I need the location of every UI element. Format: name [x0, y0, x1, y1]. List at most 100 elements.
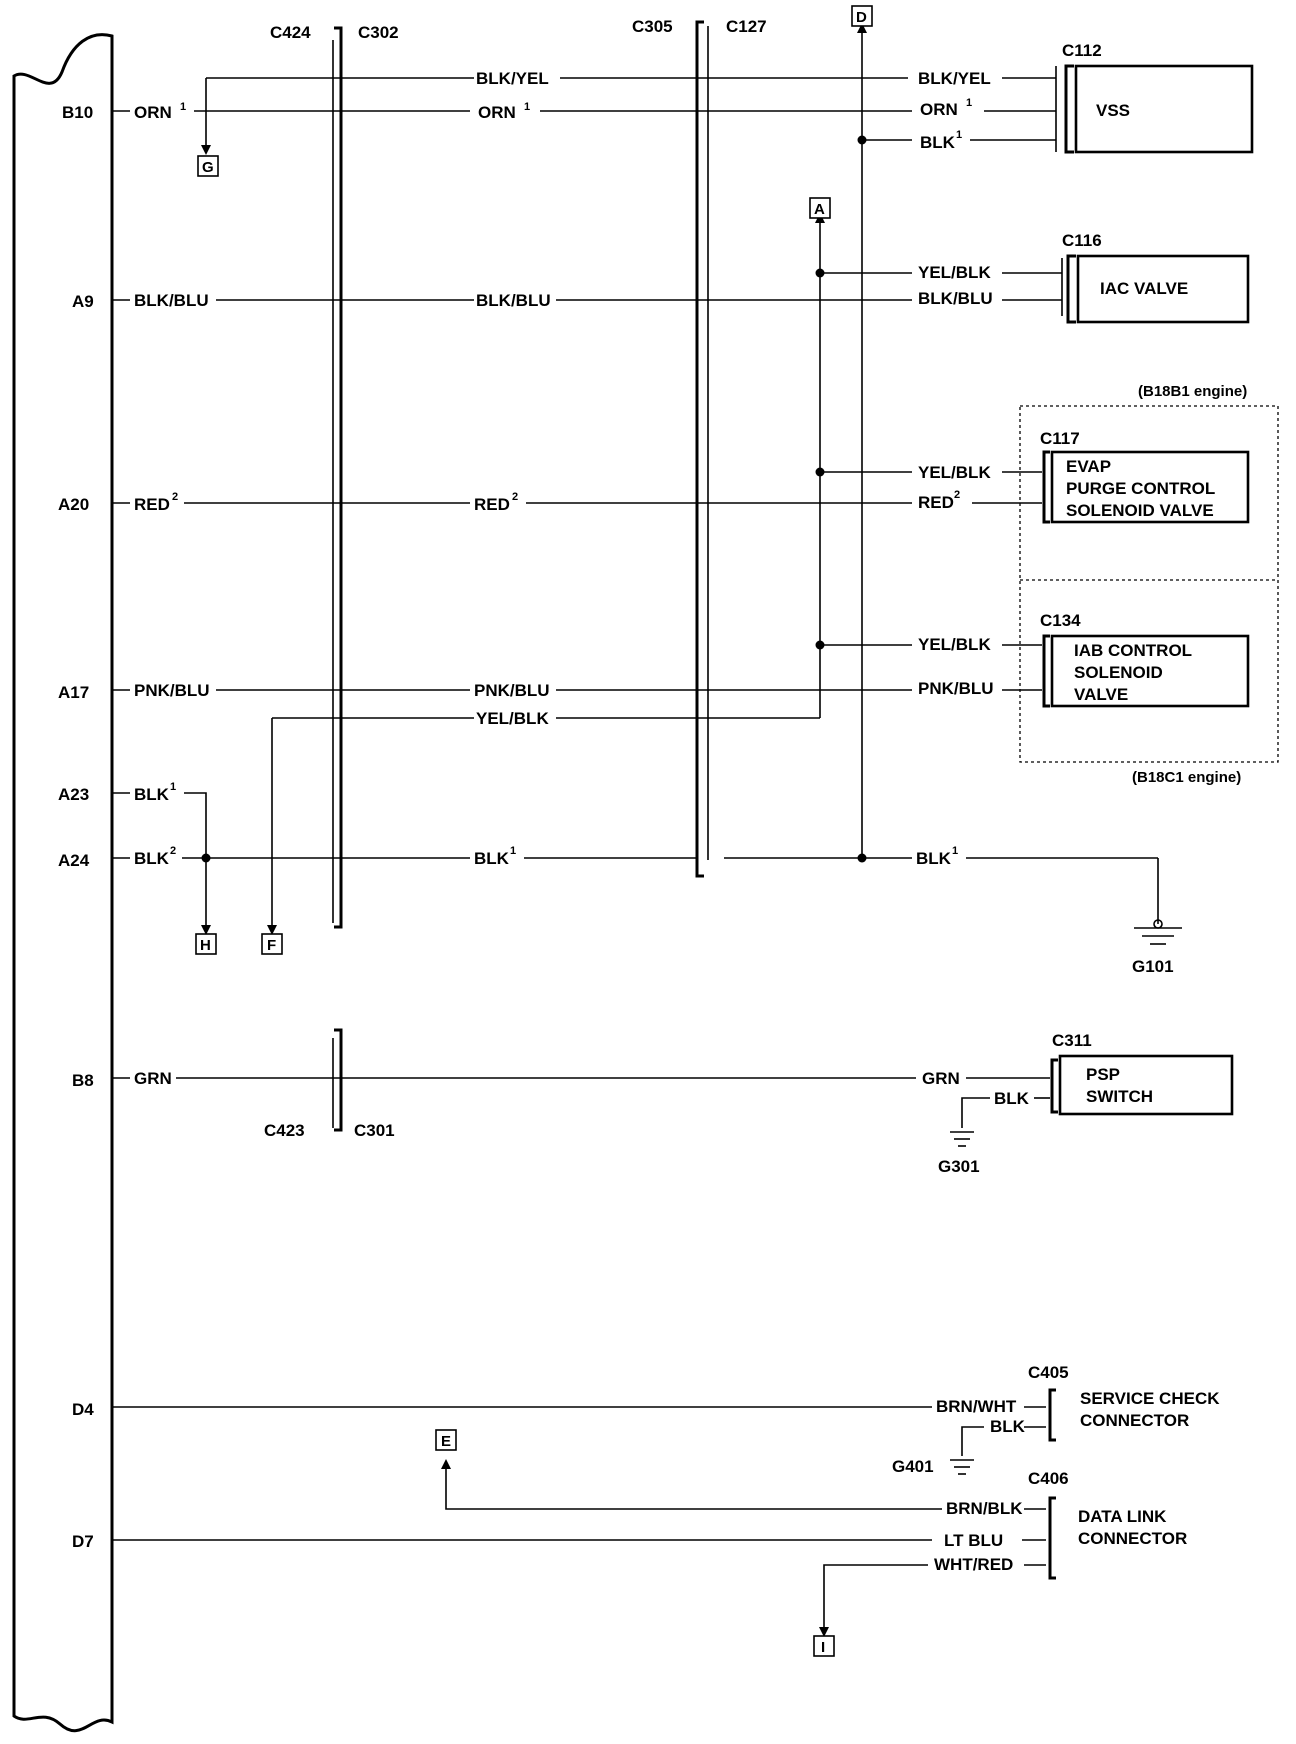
connector-c424: C424 — [270, 23, 311, 42]
wire-label-blk-psp: BLK — [994, 1089, 1030, 1108]
wire-label-blk-blu-2: BLK/BLU — [476, 291, 551, 310]
data-link-line2: CONNECTOR — [1078, 1529, 1187, 1548]
pin-b8: B8 — [72, 1071, 94, 1090]
iab-line2: SOLENOID — [1074, 663, 1163, 682]
iac-valve-label: IAC VALVE — [1100, 279, 1188, 298]
sup-blk-a23: 1 — [170, 781, 176, 793]
connector-c116: C116 — [1062, 231, 1102, 250]
pin-a24: A24 — [58, 851, 90, 870]
svg-text:H: H — [200, 937, 211, 954]
service-check-line2: CONNECTOR — [1080, 1411, 1189, 1430]
wire-label-yel-blk-iac: YEL/BLK — [918, 263, 991, 282]
sup-blk-g101: 1 — [952, 845, 958, 857]
evap-line1: EVAP — [1066, 457, 1111, 476]
svg-text:RED: RED — [474, 495, 510, 514]
ground-g401: G401 — [892, 1457, 934, 1476]
engine-option-frame — [1019, 405, 1279, 763]
wire-label-blk-yel-2: BLK/YEL — [918, 69, 991, 88]
sup-orn-3: 1 — [966, 97, 972, 109]
svg-text:ORN: ORN — [134, 103, 172, 122]
pin-d4: D4 — [72, 1400, 94, 1419]
sup-blk-a24-1: 2 — [170, 845, 176, 857]
evap-line2: PURGE CONTROL — [1066, 479, 1215, 498]
evap-line3: SOLENOID VALVE — [1066, 501, 1214, 520]
svg-text:BLK: BLK — [916, 849, 952, 868]
svg-text:D: D — [856, 9, 867, 26]
sup-orn-2: 1 — [524, 101, 530, 113]
connector-c112: C112 — [1062, 41, 1102, 60]
psp-switch-box — [1058, 1054, 1234, 1116]
psp-line1: PSP — [1086, 1065, 1120, 1084]
data-link-line1: DATA LINK — [1078, 1507, 1167, 1526]
vss-label: VSS — [1096, 101, 1130, 120]
wire-label-blk-service: BLK — [990, 1417, 1026, 1436]
connector-c305: C305 — [632, 17, 673, 36]
wire-label-brn-wht: BRN/WHT — [936, 1397, 1017, 1416]
wire-label-yel-blk-f: YEL/BLK — [476, 709, 549, 728]
sup-red-2: 2 — [512, 491, 518, 503]
svg-text:BLK: BLK — [134, 785, 170, 804]
sup-red-1: 2 — [172, 491, 178, 503]
wire-label-blk-g101: BLK — [916, 849, 952, 868]
sup-red-3: 2 — [954, 489, 960, 501]
svg-text:E: E — [441, 1433, 451, 1450]
wire-label-blk-a23: BLK — [134, 785, 170, 804]
wire-label-wht-red: WHT/RED — [934, 1555, 1013, 1574]
wire-label-brn-blk: BRN/BLK — [946, 1499, 1023, 1518]
ground-g101: G101 — [1132, 957, 1174, 976]
wire-label-yel-blk-iab: YEL/BLK — [918, 635, 991, 654]
svg-text:BLK: BLK — [920, 133, 956, 152]
wire-label-lt-blu: LT BLU — [944, 1531, 1003, 1550]
wire-label-orn-1: ORN — [134, 103, 172, 122]
connector-c127: C127 — [726, 17, 767, 36]
wire-label-blk-blu-3: BLK/BLU — [918, 289, 993, 308]
svg-text:ORN: ORN — [920, 100, 958, 119]
ecm-pins: B10 A9 A20 A17 A23 A24 B8 D4 D7 — [58, 103, 94, 1551]
svg-text:I: I — [821, 1639, 825, 1656]
wire-label-red-1: RED — [134, 495, 170, 514]
wire-label-blk-a24: BLK — [134, 849, 170, 868]
pin-a20: A20 — [58, 495, 89, 514]
svg-text:ORN: ORN — [478, 103, 516, 122]
pin-a9: A9 — [72, 292, 94, 311]
engine-b18c1-label: (B18C1 engine) — [1132, 769, 1241, 786]
wire-label-pnk-blu-2: PNK/BLU — [474, 681, 550, 700]
psp-line2: SWITCH — [1086, 1087, 1153, 1106]
wire-label-grn-2: GRN — [922, 1069, 960, 1088]
tag-g: G — [197, 155, 219, 177]
connector-bars — [332, 20, 709, 1132]
vss-box — [1074, 64, 1254, 154]
svg-text:RED: RED — [918, 493, 954, 512]
connector-c301: C301 — [354, 1121, 395, 1140]
sup-orn-1: 1 — [180, 101, 186, 113]
wire-label-orn-2: ORN — [478, 103, 516, 122]
wire-label-red-3: RED — [918, 493, 954, 512]
wire-label-blk-yel-1: BLK/YEL — [476, 69, 549, 88]
svg-text:RED: RED — [134, 495, 170, 514]
wire-label-blk-vss: BLK — [920, 133, 956, 152]
wire-label-pnk-blu-3: PNK/BLU — [918, 679, 994, 698]
svg-text:A: A — [814, 201, 825, 218]
wire-label-orn-3: ORN — [920, 100, 958, 119]
pin-d7: D7 — [72, 1532, 94, 1551]
svg-text:BLK: BLK — [134, 849, 170, 868]
svg-text:F: F — [267, 937, 276, 954]
wire-label-yel-blk-evap: YEL/BLK — [918, 463, 991, 482]
pin-a17: A17 — [58, 683, 89, 702]
service-check-line1: SERVICE CHECK — [1080, 1389, 1220, 1408]
svg-text:G: G — [202, 159, 214, 176]
tag-f: F — [261, 933, 283, 955]
iac-valve-box — [1076, 254, 1250, 324]
connector-c423: C423 — [264, 1121, 305, 1140]
wire-label-pnk-blu-1: PNK/BLU — [134, 681, 210, 700]
evap-box — [1050, 450, 1250, 524]
connector-c134: C134 — [1040, 611, 1081, 630]
connector-c405: C405 — [1028, 1363, 1069, 1382]
tag-a: A — [809, 197, 831, 219]
iab-box — [1050, 634, 1250, 708]
tag-d: D — [851, 5, 873, 27]
iab-line3: VALVE — [1074, 685, 1128, 704]
ecm-outline — [12, 33, 114, 1733]
connector-c406: C406 — [1028, 1469, 1069, 1488]
